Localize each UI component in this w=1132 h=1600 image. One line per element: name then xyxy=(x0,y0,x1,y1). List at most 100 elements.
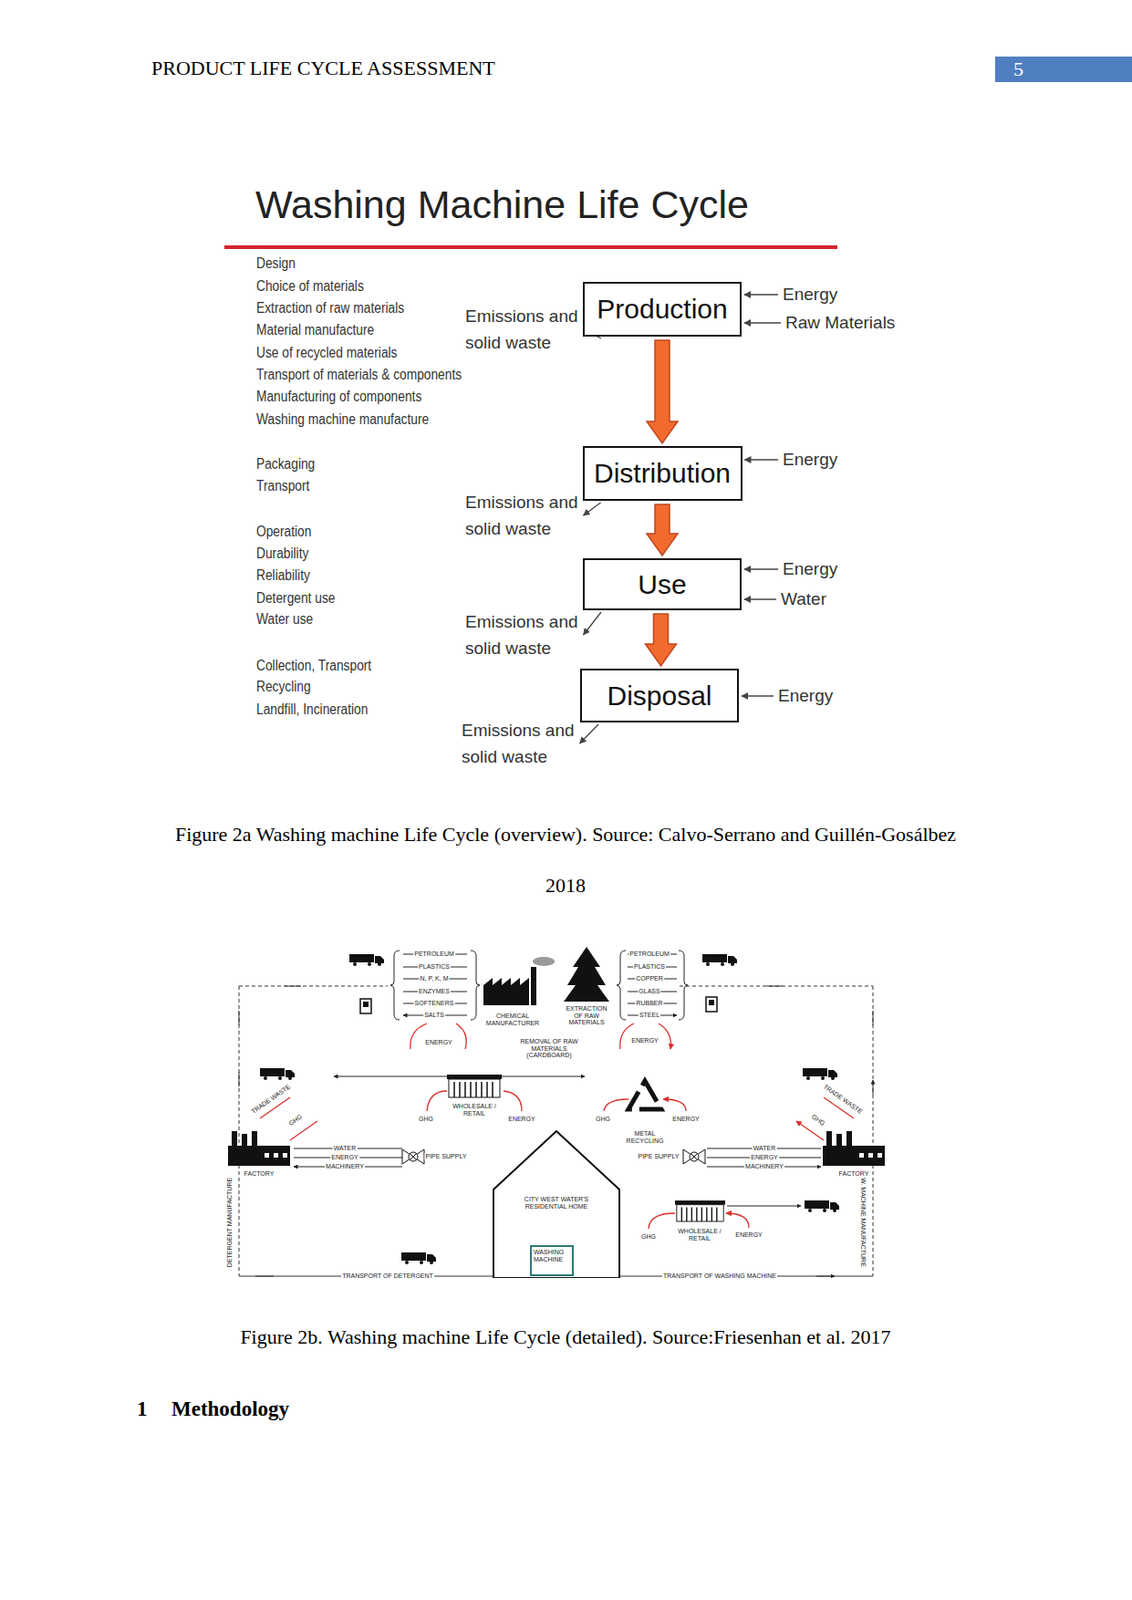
stage-detail: Transport of materials & components xyxy=(256,366,462,384)
illustration-label: ENERGY xyxy=(330,1153,360,1162)
stage-name: Production xyxy=(596,293,727,325)
illustration-label: ENERGY xyxy=(734,1231,764,1239)
house-outline: CITY WEST WATER'S RESIDENTIAL HOME WASHIN… xyxy=(492,1130,621,1278)
stage-detail: Packaging xyxy=(256,456,315,473)
stage-box: Production xyxy=(582,281,742,337)
flow-arrow xyxy=(646,340,678,444)
stage-detail: Recycling xyxy=(256,678,312,696)
output-label: Emissions and solid waste xyxy=(465,608,588,662)
running-header: PRODUCT LIFE CYCLE ASSESSMENT xyxy=(151,56,496,81)
illustration-label: ENERGY xyxy=(630,1037,660,1045)
input-leader xyxy=(745,458,779,460)
illustration-label: ENERGY xyxy=(749,1153,779,1162)
output-label: Emissions and solid waste xyxy=(461,716,584,770)
page-number: 5 xyxy=(1013,57,1024,82)
flow-arrow xyxy=(645,613,677,666)
illustration-label: WHOLESALE / RETAIL xyxy=(451,1102,498,1117)
illustration-label: MACHINERY xyxy=(324,1163,365,1171)
illustration-label: W. MACHINE MANUFACTURE xyxy=(859,1176,867,1268)
input-leader xyxy=(744,568,779,570)
input-label: Raw Materials xyxy=(785,312,895,333)
illustration-label: METAL RECYCLING xyxy=(621,1130,669,1144)
figure-caption: Figure 2a Washing machine Life Cycle (ov… xyxy=(155,809,977,912)
input-label: Water xyxy=(780,589,827,610)
illustration-label: TRADE WASTE xyxy=(820,1082,864,1116)
illustration-label: GHG xyxy=(286,1112,304,1129)
stage-detail: Operation xyxy=(256,523,312,541)
input-leader xyxy=(744,321,781,323)
stage-detail: Detergent use xyxy=(256,590,335,607)
illustration-label: GHG xyxy=(640,1233,657,1241)
illustration-label: TRANSPORT OF DETERGENT xyxy=(341,1272,435,1280)
output-leader xyxy=(583,612,602,635)
stage-name: Use xyxy=(637,569,686,601)
stage-detail: Water use xyxy=(256,611,313,628)
stage-detail: Washing machine manufacture xyxy=(256,411,429,428)
stage-detail: Choice of materials xyxy=(256,278,364,295)
illustration-label: SOFTENERS xyxy=(414,999,456,1008)
illustration-label: PIPE SUPPLY xyxy=(636,1152,680,1161)
illustration-label: ENERGY xyxy=(671,1115,701,1123)
figure-caption: Figure 2b. Washing machine Life Cycle (d… xyxy=(239,1325,891,1350)
stage-detail: Collection, Transport xyxy=(256,657,372,675)
stage-detail: Material manufacture xyxy=(256,321,374,339)
input-label: Energy xyxy=(778,685,833,707)
illustration-label: PLASTICS xyxy=(417,963,451,971)
stage-detail: Extraction of raw materials xyxy=(256,300,405,317)
stage-detail: Reliability xyxy=(256,567,311,584)
illustration-label: CHEMICAL MANUFACTURER xyxy=(484,1012,541,1027)
output-leader xyxy=(580,724,599,744)
illustration-label: GHG xyxy=(417,1115,435,1123)
illustration-label: PLASTICS xyxy=(633,963,666,971)
illustration-label: PIPE SUPPLY xyxy=(424,1152,468,1161)
stage-detail: Design xyxy=(256,255,296,272)
input-label: Energy xyxy=(782,284,838,305)
stage-detail: Use of recycled materials xyxy=(256,344,397,362)
stage-name: Disposal xyxy=(606,680,712,712)
illustration-label: ENZYMES xyxy=(417,987,451,996)
house-outline-path xyxy=(493,1131,620,1278)
stage-name: Distribution xyxy=(593,457,731,489)
input-leader xyxy=(744,598,777,600)
illustration-label: PETROLEUM xyxy=(628,950,671,958)
input-label: Energy xyxy=(782,449,838,470)
washing-machine-box: WASHING MACHINE xyxy=(529,1245,574,1277)
output-label: Emissions and solid waste xyxy=(465,488,588,542)
stage-detail: Landfill, Incineration xyxy=(256,701,368,718)
illustration-label: MACHINERY xyxy=(744,1163,785,1171)
node-text: WASHING MACHINE xyxy=(533,1248,571,1263)
illustration-label: SALTS xyxy=(423,1011,446,1019)
illustration-label: TRADE WASTE xyxy=(249,1082,292,1116)
title-rule xyxy=(224,245,838,250)
illustration-label: RUBBER xyxy=(634,999,664,1008)
illustration-label: COPPER xyxy=(634,975,665,983)
illustration-label: GHG xyxy=(594,1115,612,1123)
illustration-label: ENERGY xyxy=(424,1038,454,1047)
output-label: Emissions and solid waste xyxy=(465,302,588,356)
page-number-bar xyxy=(995,56,1132,83)
stage-detail: Manufacturing of components xyxy=(256,388,422,406)
illustration-label: EXTRACTION OF RAW MATERIALS xyxy=(562,1005,611,1027)
stage-box: Use xyxy=(582,558,742,611)
input-label: Energy xyxy=(782,559,838,580)
input-leader xyxy=(744,293,779,295)
section-heading: 1 xyxy=(136,1397,148,1422)
illustration-label: DETERGENT MANUFACTURE xyxy=(226,1176,234,1268)
illustration-label: PETROLEUM xyxy=(413,950,456,958)
illustration-label: WATER xyxy=(752,1144,778,1153)
input-leader xyxy=(741,695,774,696)
output-leader xyxy=(583,502,602,516)
illustration-label: N, P, K, M xyxy=(419,975,450,983)
illustration-label: GLASS xyxy=(637,987,661,996)
illustration-label: GHG xyxy=(809,1112,827,1129)
section-heading: Methodology xyxy=(171,1397,290,1422)
illustration-label: WATER xyxy=(332,1144,358,1153)
illustration-label: TRANSPORT OF WASHING MACHINE xyxy=(662,1272,778,1280)
flow-arrow xyxy=(646,504,678,556)
stage-box: Disposal xyxy=(580,668,739,723)
stage-detail: Durability xyxy=(256,545,309,562)
node-text: CITY WEST WATER'S RESIDENTIAL HOME xyxy=(503,1195,610,1210)
illustration-label: REMOVAL OF RAW MATERIALS (CARDBOARD) xyxy=(515,1038,583,1060)
